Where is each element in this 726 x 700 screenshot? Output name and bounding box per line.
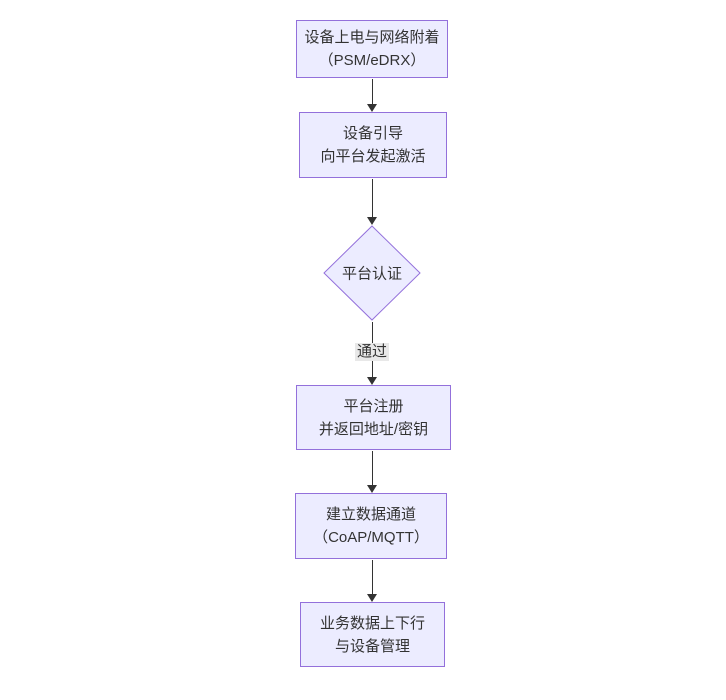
edge-line-d-e — [372, 451, 373, 485]
edge-label-pass: 通过 — [354, 343, 390, 361]
arrowhead-icon — [367, 104, 377, 112]
node-text-line: 平台注册 — [343, 397, 404, 415]
flow-node-platform-auth: 平台认证 — [323, 225, 421, 321]
node-text-line: 并返回地址/密钥 — [318, 420, 429, 438]
arrowhead-icon — [367, 594, 377, 602]
node-text-line: 向平台发起激活 — [320, 148, 426, 165]
node-text-line: （PSM/eDRX） — [318, 52, 426, 69]
arrowhead-icon — [367, 377, 377, 385]
arrowhead-icon — [367, 217, 377, 225]
flow-node-power-network-attach: 设备上电与网络附着 （PSM/eDRX） — [296, 20, 448, 78]
node-text-line: 建立数据通道 — [325, 506, 416, 523]
edge-line-e-f — [372, 560, 373, 594]
edge-line-a-b — [372, 79, 373, 104]
node-text-line: 设备上电与网络附着 — [304, 29, 440, 46]
node-text-line: （CoAP/MQTT） — [313, 529, 429, 546]
flow-node-business-data-mgmt: 业务数据上下行 与设备管理 — [300, 602, 445, 667]
flow-node-data-channel: 建立数据通道 （CoAP/MQTT） — [295, 493, 447, 559]
node-text-line: 业务数据上下行 — [319, 614, 425, 632]
flow-node-platform-register: 平台注册 并返回地址/密钥 — [296, 385, 451, 450]
node-text-line: 与设备管理 — [334, 637, 410, 655]
node-text-line: 设备引导 — [342, 125, 403, 142]
edge-line-b-c — [372, 179, 373, 217]
node-text-line: 平台认证 — [341, 265, 402, 283]
flow-node-device-bootstrap: 设备引导 向平台发起激活 — [299, 112, 447, 178]
diamond-shape — [323, 225, 421, 321]
arrowhead-icon — [367, 485, 377, 493]
